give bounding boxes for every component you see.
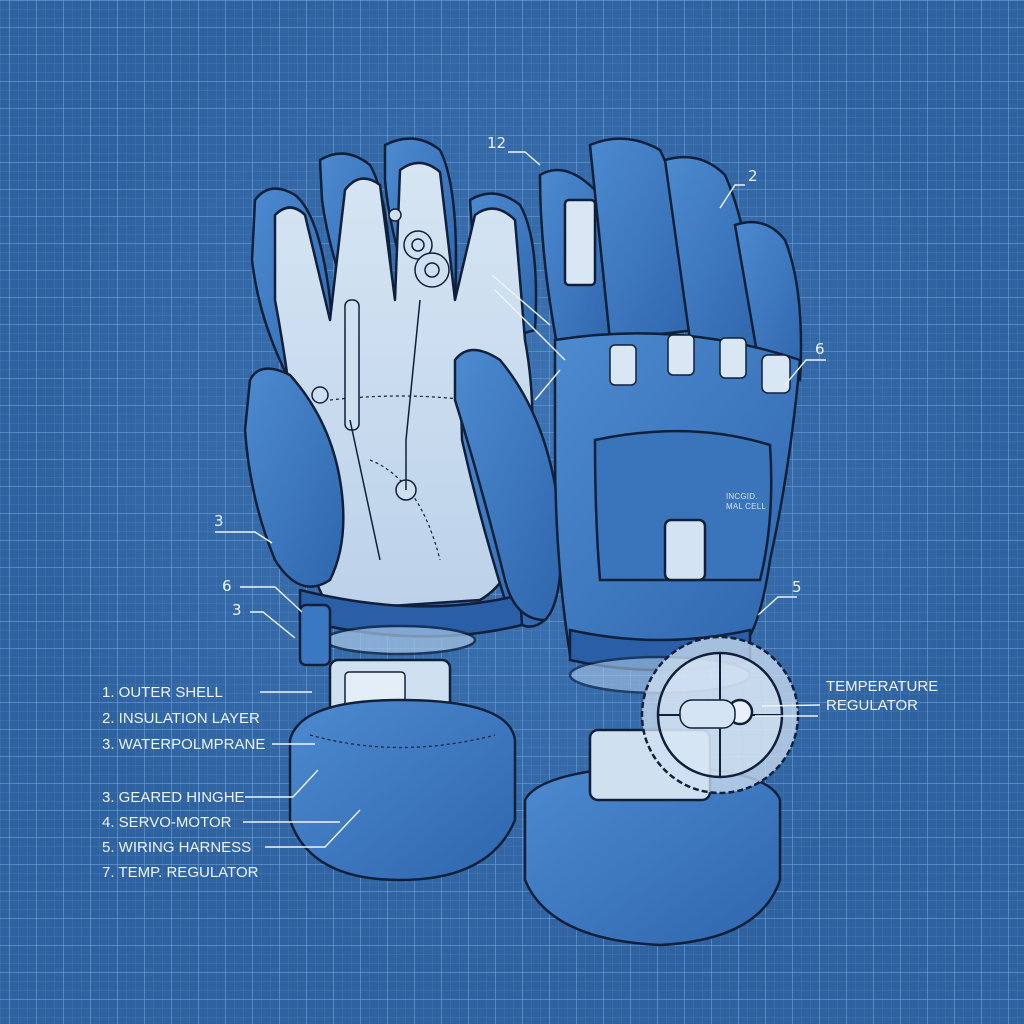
legend-item-outer-shell: 1. OUTER SHELL	[102, 684, 223, 701]
legend-item-servo-motor: 4. SERVO-MOTOR	[102, 814, 232, 831]
legend-item-geared-hinge: 3. GEARED HINGHE	[102, 789, 245, 806]
callout-6-left: 6	[222, 577, 232, 595]
callout-lines	[215, 151, 826, 848]
left-glove	[243, 137, 552, 638]
panel-text-line1: INCGID.	[726, 492, 758, 501]
callout-12: 12	[487, 134, 507, 152]
legend-item-temp-regulator: 7. TEMP. REGULATOR	[102, 864, 259, 881]
panel-text-line2: MAL CELL	[726, 502, 766, 511]
left-wrist-unit	[288, 603, 517, 882]
callout-2: 2	[748, 167, 758, 185]
legend-item-waterproof-membrane: 3. WATERPOLMPRANE	[102, 736, 266, 753]
right-wrist-unit	[523, 518, 800, 947]
legend-item-insulation-layer: 2. INSULATION LAYER	[102, 710, 260, 727]
temperature-regulator-label: TEMPERATURE REGULATOR	[826, 677, 938, 715]
callout-6-right: 6	[815, 340, 825, 358]
temperature-regulator-line1: TEMPERATURE	[826, 678, 939, 695]
legend-item-wiring-harness: 5. WIRING HARNESS	[102, 839, 252, 856]
callout-3-lower: 3	[232, 601, 242, 619]
temperature-regulator-wheel	[640, 635, 800, 795]
callout-3-upper: 3	[214, 512, 224, 530]
temperature-regulator-line2: REGULATOR	[826, 697, 918, 714]
callout-5: 5	[792, 578, 802, 596]
panel-text: INCGID. MAL CELL	[726, 492, 766, 512]
